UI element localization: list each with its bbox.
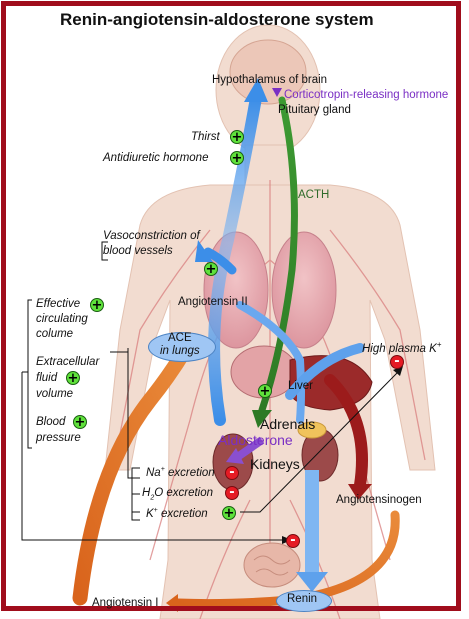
na-text: Na [146,467,161,479]
blood-pressure-plus-icon: + [73,415,87,429]
na-excretion-minus-icon: - [225,466,239,480]
renin-label: Renin [287,593,317,606]
extracellular-label-line3: volume [36,388,73,401]
k-excretion-text: excretion [158,508,208,520]
blood-pressure-label-line1: Blood [36,416,65,429]
vasoconstriction-label-line2: blood vessels [103,245,173,258]
ace-label-line2: in lungs [160,345,200,358]
angiotensin-i-label: Angiotensin I [92,597,159,610]
acth-label: ACTH [298,189,329,202]
crh-label: Corticotropin-releasing hormone [284,89,448,102]
blood-pressure-label-line2: pressure [36,432,81,445]
liver-label: Liver [288,380,313,393]
vasoconstriction-plus-icon: + [204,262,218,276]
extracellular-plus-icon: + [66,371,80,385]
acth-plus-icon: + [258,384,272,398]
h2o-excretion-label: H2O excretion [142,487,213,502]
hypothalamus-label: Hypothalamus of brain [212,74,327,87]
k-excretion-label: K+ excretion [146,507,208,521]
angiotensinogen-label: Angiotensinogen [336,494,422,507]
pituitary-label: Pituitary gland [278,104,351,117]
h2o-excretion-minus-icon: - [225,486,239,500]
angiotensin-ii-label: Angiotensin II [178,296,248,309]
extracellular-label-line2: fluid [36,372,57,385]
high-plasma-k-label: High plasma K+ [362,340,441,356]
high-plasma-k-sup: + [437,340,442,349]
effective-label-line2: circulating [36,313,88,326]
extracellular-label-line1: Extracellular [36,356,99,369]
k-excretion-plus-icon: + [222,506,236,520]
effective-plus-icon: + [90,298,104,312]
na-excretion-text: excretion [168,467,215,479]
adh-label: Antidiuretic hormone [103,152,208,165]
effective-label-line3: colume [36,328,73,341]
high-k-minus-icon: - [390,355,404,369]
k-text: K [146,508,154,520]
diagram-title: Renin-angiotensin-aldosterone system [60,10,374,30]
renin-feedback-minus-icon: - [286,534,300,548]
effective-label-line1: Effective [36,298,80,311]
ace-label-line1: ACE [168,332,192,345]
na-excretion-label: Na+ excretion [146,466,215,480]
thirst-label: Thirst [191,131,220,144]
vasoconstriction-label-line1: Vasoconstriction of [103,230,200,243]
na-sup: + [161,466,165,473]
kidneys-label: Kidneys [250,456,300,472]
adh-plus-icon: + [230,151,244,165]
thirst-plus-icon: + [230,130,244,144]
adrenals-label: Adrenals [260,416,315,432]
h2o-excretion-text: O excretion [154,487,213,499]
aldosterone-label: Aldosterone [218,432,293,448]
